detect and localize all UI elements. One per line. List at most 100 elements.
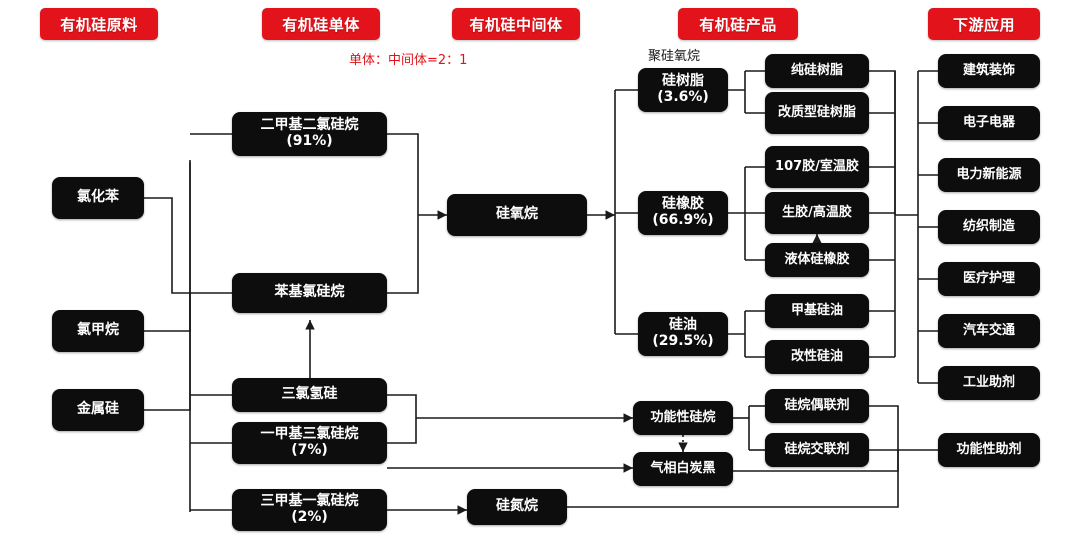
node-text: 改性硅油 bbox=[790, 348, 843, 365]
node-sublabel: (3.6%) bbox=[657, 89, 709, 105]
node-n-chlorobenzene[interactable]: 氯化苯 bbox=[52, 177, 144, 219]
node-label: 氯甲烷 bbox=[77, 322, 119, 339]
node-label: 二甲基二氯硅烷 bbox=[260, 117, 359, 134]
node-sublabel: (2%) bbox=[291, 509, 328, 525]
node-text: 苯基氯硅烷 bbox=[274, 284, 345, 301]
node-label: 汽车交通 bbox=[962, 322, 1015, 338]
node-text: 生胶/高温胶 bbox=[782, 204, 852, 221]
node-n-mod-oil[interactable]: 改性硅油 bbox=[765, 340, 869, 374]
node-label: 三氯氢硅 bbox=[281, 386, 338, 403]
node-text: 硅氮烷 bbox=[496, 498, 538, 515]
node-n-mtcs[interactable]: 一甲基三氯硅烷(7%) bbox=[232, 422, 387, 464]
node-sublabel: (91%) bbox=[286, 133, 333, 149]
node-n-raw-glue[interactable]: 生胶/高温胶 bbox=[765, 192, 869, 234]
node-text: 电力新能源 bbox=[956, 166, 1022, 183]
node-text: 建筑装饰 bbox=[963, 63, 1015, 79]
node-text: 改质型硅树脂 bbox=[777, 104, 856, 121]
node-text: 硅烷偶联剂 bbox=[784, 398, 849, 414]
node-text: 一甲基三氯硅烷(7%) bbox=[261, 427, 359, 458]
node-label: 液体硅橡胶 bbox=[784, 251, 850, 267]
node-text: 功能性助剂 bbox=[956, 441, 1022, 458]
node-label: 工业助剂 bbox=[962, 374, 1015, 390]
node-text: 医疗护理 bbox=[963, 271, 1015, 287]
node-n-107-glue[interactable]: 107胶/室温胶 bbox=[765, 146, 869, 188]
node-label: 功能性助剂 bbox=[956, 441, 1022, 457]
node-text: 107胶/室温胶 bbox=[775, 158, 859, 175]
node-text: 金属硅 bbox=[77, 401, 119, 418]
node-label: 功能性硅烷 bbox=[650, 409, 716, 425]
node-label: 107胶/室温胶 bbox=[775, 158, 859, 174]
node-n-app-textile[interactable]: 纺织制造 bbox=[938, 210, 1040, 244]
node-text: 纯硅树脂 bbox=[790, 62, 843, 79]
node-n-func-silane[interactable]: 功能性硅烷 bbox=[633, 401, 733, 435]
w-raw-bus bbox=[144, 197, 232, 294]
node-label: 纺织制造 bbox=[962, 218, 1015, 234]
node-label: 硅油 bbox=[669, 317, 697, 334]
node-label: 氯化苯 bbox=[77, 189, 119, 206]
column-header-h-raw: 有机硅原料 bbox=[40, 8, 158, 40]
node-n-oil[interactable]: 硅油(29.5%) bbox=[638, 312, 728, 356]
node-n-app-elec[interactable]: 电子电器 bbox=[938, 106, 1040, 140]
node-n-tcs[interactable]: 三氯氢硅 bbox=[232, 378, 387, 412]
w-pcs-right bbox=[387, 215, 419, 294]
node-text: 工业助剂 bbox=[962, 374, 1015, 391]
node-sublabel: (29.5%) bbox=[652, 333, 714, 349]
node-label: 硅烷交联剂 bbox=[784, 441, 850, 457]
w-dmdcs-right bbox=[387, 133, 419, 215]
node-n-dmdcs[interactable]: 二甲基二氯硅烷(91%) bbox=[232, 112, 387, 156]
node-n-fumed-silica[interactable]: 气相白炭黑 bbox=[633, 452, 733, 486]
node-label: 改质型硅树脂 bbox=[777, 104, 856, 120]
node-n-app-func[interactable]: 功能性助剂 bbox=[938, 433, 1040, 467]
column-header-h-product: 有机硅产品 bbox=[678, 8, 798, 40]
node-n-rubber[interactable]: 硅橡胶(66.9%) bbox=[638, 191, 728, 235]
node-n-silicon-metal[interactable]: 金属硅 bbox=[52, 389, 144, 431]
node-n-silazane[interactable]: 硅氮烷 bbox=[467, 489, 567, 525]
w-out-pure-resin bbox=[869, 70, 896, 215]
column-header-h-monomer: 有机硅单体 bbox=[262, 8, 380, 40]
w-coupling-out bbox=[869, 405, 899, 450]
node-label: 电力新能源 bbox=[956, 166, 1022, 182]
node-n-mod-resin[interactable]: 改质型硅树脂 bbox=[765, 92, 869, 134]
node-text: 液体硅橡胶 bbox=[784, 251, 850, 268]
node-n-pure-resin[interactable]: 纯硅树脂 bbox=[765, 54, 869, 88]
node-n-app-auto[interactable]: 汽车交通 bbox=[938, 314, 1040, 348]
node-label: 硅氧烷 bbox=[496, 206, 538, 223]
node-n-methyl-oil[interactable]: 甲基硅油 bbox=[765, 294, 869, 328]
node-label: 三甲基一氯硅烷 bbox=[260, 493, 359, 510]
node-text: 二甲基二氯硅烷(91%) bbox=[261, 118, 359, 149]
node-label: 纯硅树脂 bbox=[790, 62, 843, 78]
node-n-tmcs[interactable]: 三甲基一氯硅烷(2%) bbox=[232, 489, 387, 531]
node-label: 苯基氯硅烷 bbox=[274, 284, 345, 301]
node-n-chloromethane[interactable]: 氯甲烷 bbox=[52, 310, 144, 352]
node-label: 气相白炭黑 bbox=[650, 460, 716, 476]
node-text: 电子电器 bbox=[963, 115, 1015, 131]
node-n-coupling[interactable]: 硅烷偶联剂 bbox=[765, 389, 869, 423]
node-n-app-build[interactable]: 建筑装饰 bbox=[938, 54, 1040, 88]
node-n-app-medical[interactable]: 医疗护理 bbox=[938, 262, 1040, 296]
node-text: 硅橡胶(66.9%) bbox=[652, 197, 713, 228]
node-label: 硅橡胶 bbox=[662, 196, 704, 213]
node-n-siloxane[interactable]: 硅氧烷 bbox=[447, 194, 587, 236]
node-text: 硅树脂(3.6%) bbox=[657, 74, 709, 105]
node-label: 改性硅油 bbox=[790, 348, 843, 364]
w-chloromethane bbox=[144, 293, 191, 332]
node-label: 生胶/高温胶 bbox=[782, 204, 852, 220]
node-n-pcs[interactable]: 苯基氯硅烷 bbox=[232, 273, 387, 313]
node-n-crosslink[interactable]: 硅烷交联剂 bbox=[765, 433, 869, 467]
node-n-liquid-rubber[interactable]: 液体硅橡胶 bbox=[765, 243, 869, 277]
node-n-resin[interactable]: 硅树脂(3.6%) bbox=[638, 68, 728, 112]
node-n-app-indust[interactable]: 工业助剂 bbox=[938, 366, 1040, 400]
w-tcs-right bbox=[387, 394, 417, 444]
node-text: 三甲基一氯硅烷(2%) bbox=[261, 494, 359, 525]
node-label: 硅树脂 bbox=[662, 73, 704, 90]
node-text: 硅氧烷 bbox=[496, 206, 538, 223]
node-label: 一甲基三氯硅烷 bbox=[260, 426, 359, 443]
annotation-a-poly: 聚硅氧烷 bbox=[648, 49, 701, 64]
node-n-app-power[interactable]: 电力新能源 bbox=[938, 158, 1040, 192]
node-text: 汽车交通 bbox=[962, 322, 1015, 339]
w-silicon bbox=[144, 293, 191, 411]
column-header-h-intermediate: 有机硅中间体 bbox=[452, 8, 580, 40]
node-label: 甲基硅油 bbox=[790, 302, 843, 318]
